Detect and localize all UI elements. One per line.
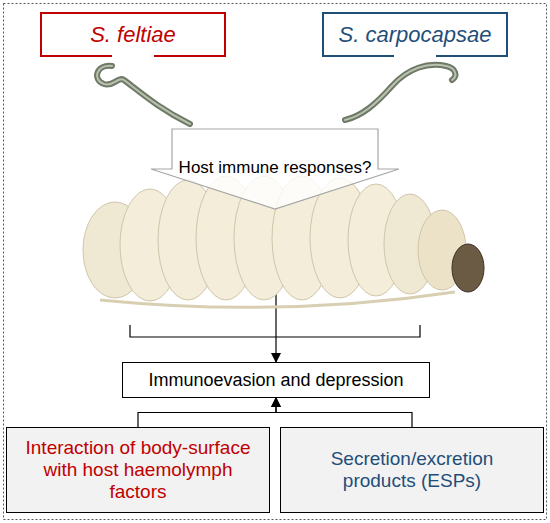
arrow-shape [151, 129, 399, 209]
bracket-feet [322, 55, 508, 57]
text-box: Immunoevasion and depression [122, 362, 430, 398]
bracket-feet [40, 55, 226, 57]
node-label: Immunoevasion and depression [148, 370, 403, 391]
merge-bracket [130, 325, 420, 337]
connector-arrow [138, 398, 276, 427]
nematode-feltiae [97, 66, 190, 124]
connector-arrow [276, 398, 412, 427]
text-box: S. carpocapsae [322, 12, 508, 56]
nematode-carpocapsae [345, 65, 455, 120]
node-label: Secretion/excretion products (ESPs) [321, 448, 503, 492]
text-box: Secretion/excretion products (ESPs) [280, 427, 544, 513]
outer-dotted-frame [4, 4, 547, 520]
text-box: Interaction of body-surface with host ha… [6, 427, 270, 513]
block-arrow: Host immune responses? [150, 128, 400, 210]
text-box: S. feltiae [40, 12, 226, 56]
node-label: Interaction of body-surface with host ha… [25, 437, 251, 503]
node-label: Host immune responses? [179, 158, 372, 178]
node-label: S. feltiae [90, 22, 176, 48]
node-label: S. carpocapsae [339, 22, 492, 48]
